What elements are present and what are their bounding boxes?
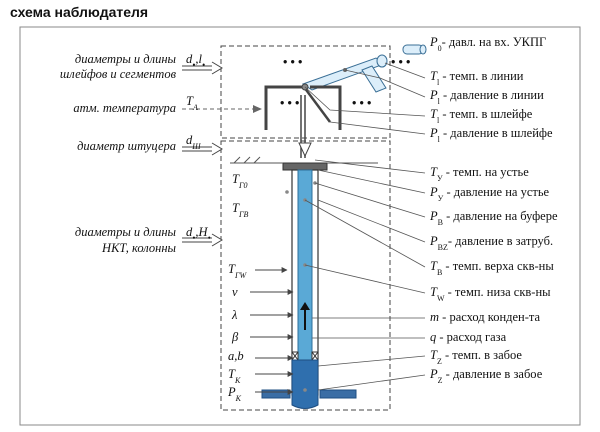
input-label-1a: диаметры и длины [75, 52, 177, 66]
input-sym-3: dШ [186, 133, 201, 151]
surface-pipeline [264, 44, 427, 158]
left-param-ab: a,b [228, 349, 244, 363]
input-sym-1: d•,l• [186, 52, 205, 70]
svg-text:TB - темп. верха скв-ны: TB - темп. верха скв-ны [430, 259, 554, 277]
svg-text:TУ - темп. на устье: TУ - темп. на устье [430, 165, 529, 183]
svg-text:Tl - темп. в шлейфе: Tl - темп. в шлейфе [430, 107, 533, 125]
left-param-tgw: TГW [228, 262, 248, 280]
outer-frame [19, 26, 581, 426]
choke [298, 142, 312, 158]
input-arrow-3 [182, 142, 223, 156]
input-sym-2: TA [186, 94, 198, 112]
svg-text:TW - темп. низа скв-ны: TW - темп. низа скв-ны [430, 285, 551, 303]
input-label-2: атм. температура [73, 101, 176, 115]
svg-text:TZ - темп. в забое: TZ - темп. в забое [430, 348, 522, 366]
right-params: P0- давл. на вх. УКПГ Tl - темп. в линии… [429, 35, 558, 385]
dots-top-left: • • • [283, 55, 302, 69]
svg-text:m - расход конден-та: m - расход конден-та [430, 310, 541, 324]
input-label-4b: НКТ, колонны [101, 241, 176, 255]
input-label-1b: шлейфов и сегментов [60, 67, 177, 81]
left-param-tgv: TГВ [232, 201, 249, 219]
svg-text:P0- давл. на вх. УКПГ: P0- давл. на вх. УКПГ [429, 35, 546, 53]
dots-mid-right: • • • [352, 96, 371, 110]
input-arrow-2 [182, 105, 262, 113]
dots-mid: • • • [280, 96, 299, 110]
left-param-nu: ν [232, 285, 238, 299]
input-sym-4: d•,H• [186, 225, 211, 243]
svg-text:Tl - темп. в линии: Tl - темп. в линии [430, 69, 524, 87]
well [230, 156, 378, 409]
input-label-3: диаметр штуцера [77, 139, 176, 153]
left-param-tg0: TГ0 [232, 172, 248, 190]
svg-text:q - расход газа: q - расход газа [430, 330, 507, 344]
svg-text:PB - давление на буфере: PB - давление на буфере [429, 209, 558, 227]
dots-top-right: • • • [391, 55, 410, 69]
left-param-beta: β [231, 330, 239, 344]
svg-text:Pl - давление в шлейфе: Pl - давление в шлейфе [429, 126, 553, 144]
svg-text:PZ - давление в забое: PZ - давление в забое [429, 367, 543, 385]
input-arrow-4 [182, 233, 223, 247]
svg-text:PBZ- давление в затруб.: PBZ- давление в затруб. [429, 234, 553, 252]
svg-text:PУ - давление на устье: PУ - давление на устье [429, 185, 550, 203]
left-param-tk: TK [228, 367, 241, 385]
left-param-lambda: λ [231, 308, 238, 322]
input-label-4a: диаметры и длины [75, 225, 177, 239]
svg-text:Pl - давление в линии: Pl - давление в линии [429, 88, 544, 106]
left-arrows [250, 267, 294, 395]
diagram-title: схема наблюдателя [10, 4, 149, 20]
left-param-pk: PK [227, 385, 242, 403]
input-arrow-1 [182, 61, 223, 75]
right-leaders [304, 62, 426, 391]
